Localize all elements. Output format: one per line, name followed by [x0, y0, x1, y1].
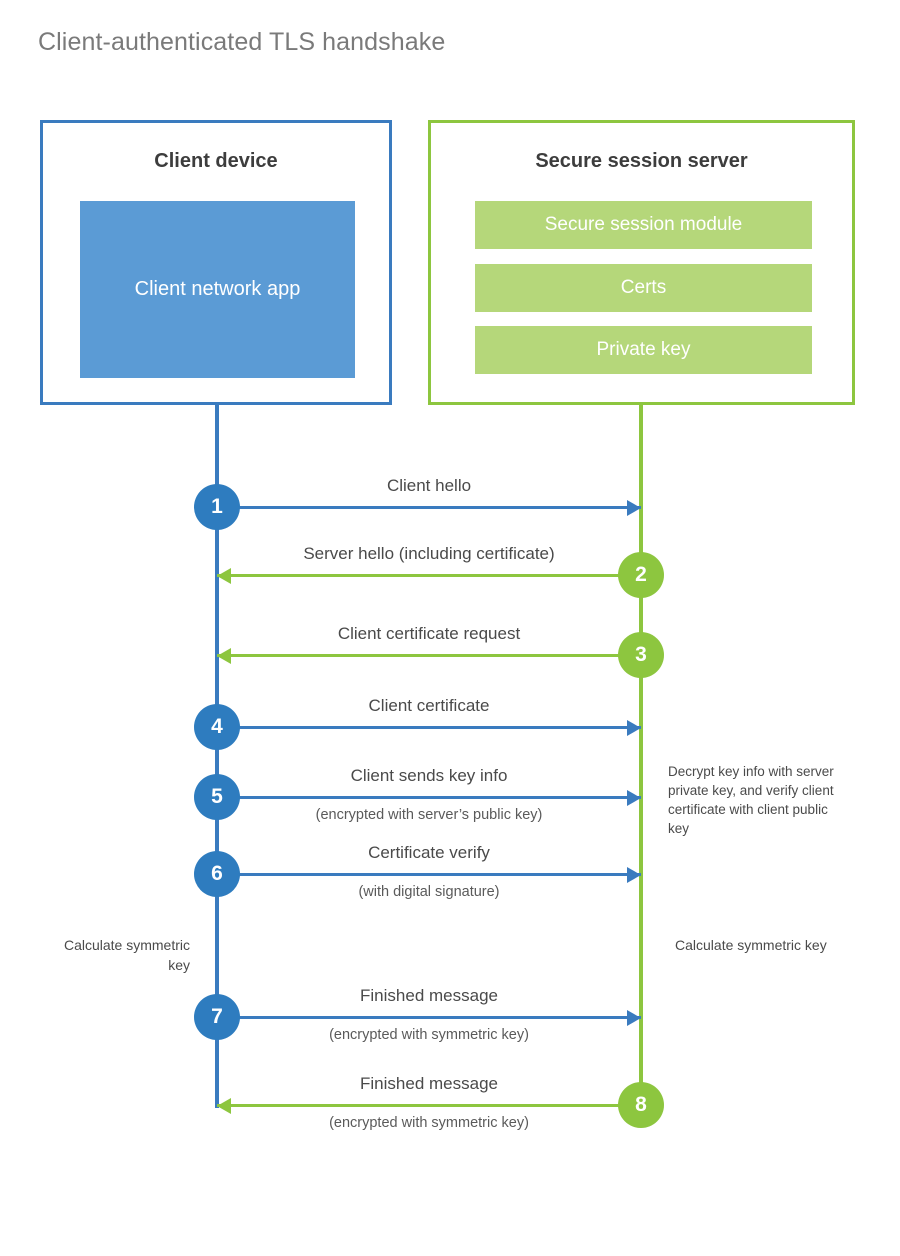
server-component-certs: Certs — [475, 264, 812, 312]
message-line-6 — [217, 873, 641, 876]
message-line-5 — [217, 796, 641, 799]
step-circle-7[interactable]: 7 — [194, 994, 240, 1040]
message-line-4 — [217, 726, 641, 729]
arrow-head-8 — [217, 1098, 231, 1114]
server-component-secure-session-module: Secure session module — [475, 201, 812, 249]
step-circle-8[interactable]: 8 — [618, 1082, 664, 1128]
message-label-3: Client certificate request — [337, 624, 521, 643]
client-network-app-block: Client network app — [80, 201, 355, 378]
message-label-5: Client sends key info — [350, 766, 508, 785]
arrow-head-3 — [217, 648, 231, 664]
message-line-2 — [217, 574, 641, 577]
secure-session-server-title: Secure session server — [535, 150, 748, 172]
step-circle-3[interactable]: 3 — [618, 632, 664, 678]
message-sublabel-7: (encrypted with symmetric key) — [329, 1027, 529, 1043]
message-label-2: Server hello (including certificate) — [303, 544, 555, 563]
arrow-head-1 — [627, 500, 641, 516]
arrow-head-2 — [217, 568, 231, 584]
step-circle-5[interactable]: 5 — [194, 774, 240, 820]
message-label-4: Client certificate — [368, 696, 490, 715]
page-title: Client-authenticated TLS handshake — [38, 28, 446, 56]
client-device-box: Client device Client network app — [40, 120, 392, 405]
message-label-8: Finished message — [360, 1074, 498, 1093]
arrow-head-4 — [627, 720, 641, 736]
client-calculate-symmetric-key-note: Calculate symmetric key — [63, 937, 190, 973]
client-lifeline — [215, 405, 219, 1108]
arrow-head-7 — [627, 1010, 641, 1026]
message-sublabel-8: (encrypted with symmetric key) — [329, 1115, 529, 1131]
server-calculate-symmetric-key-note: Calculate symmetric key — [675, 937, 827, 953]
message-label-6: Certificate verify — [368, 843, 490, 862]
server-decrypt-note: Decrypt key info with server private key… — [668, 764, 834, 837]
message-line-1 — [217, 506, 641, 509]
message-line-7 — [217, 1016, 641, 1019]
message-line-8 — [217, 1104, 641, 1107]
server-lifeline — [639, 405, 643, 1105]
client-device-title: Client device — [154, 150, 278, 172]
arrow-head-6 — [627, 867, 641, 883]
step-circle-6[interactable]: 6 — [194, 851, 240, 897]
message-label-1: Client hello — [386, 476, 472, 495]
step-circle-1[interactable]: 1 — [194, 484, 240, 530]
arrow-head-5 — [627, 790, 641, 806]
secure-session-server-box: Secure session server Secure session mod… — [428, 120, 855, 405]
message-sublabel-6: (with digital signature) — [358, 884, 500, 900]
message-sublabel-5: (encrypted with server’s public key) — [315, 807, 543, 823]
message-line-3 — [217, 654, 641, 657]
message-label-7: Finished message — [360, 986, 498, 1005]
step-circle-4[interactable]: 4 — [194, 704, 240, 750]
step-circle-2[interactable]: 2 — [618, 552, 664, 598]
server-component-private-key: Private key — [475, 326, 812, 374]
